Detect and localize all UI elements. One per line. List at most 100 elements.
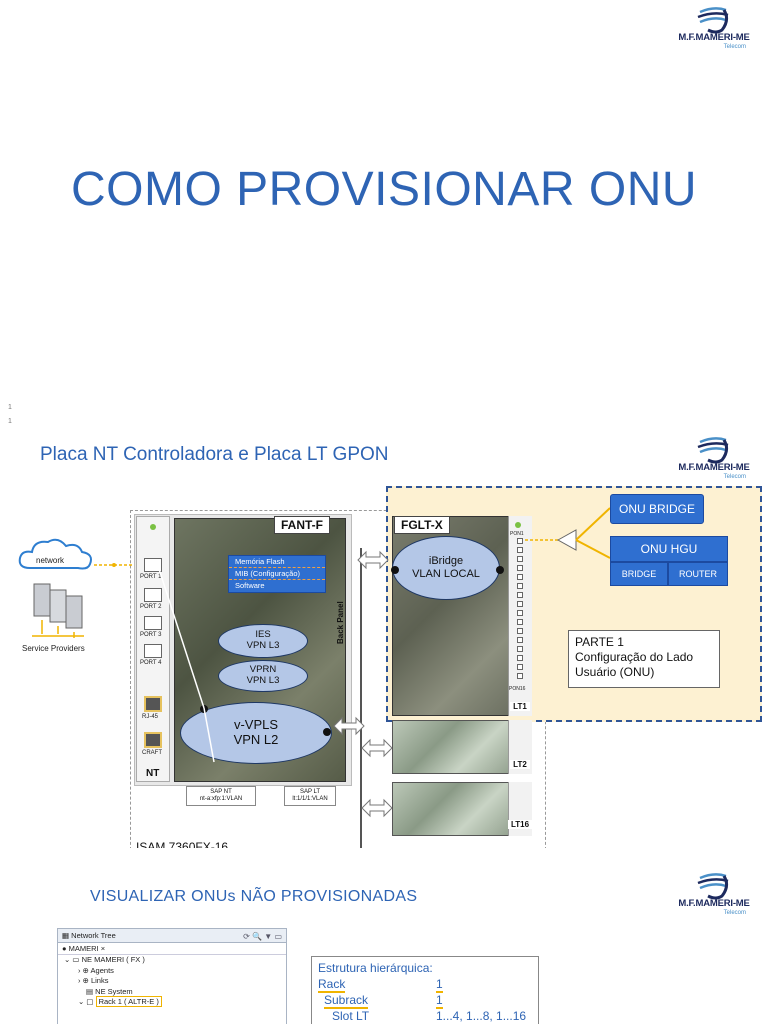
service-providers-label: Service Providers — [22, 644, 85, 653]
sap-nt: SAP NT nt-a:xfp:1:VLAN — [186, 786, 256, 806]
hierarchy-label: Subrack — [324, 993, 369, 1009]
parte-line-1: Configuração do Lado — [575, 650, 694, 664]
ies-title: IES — [255, 629, 271, 641]
lt1-label: LT1 — [510, 702, 530, 711]
tree-row-label: Links — [90, 976, 109, 985]
pon1-label: PON1 — [510, 531, 524, 537]
port-1-label: PORT 1 — [140, 574, 162, 580]
pon-port — [517, 556, 523, 562]
arrow-vvpls — [333, 716, 365, 736]
pon-port — [517, 583, 523, 589]
lt1-led — [515, 522, 521, 528]
hierarchy-value: 1 — [436, 993, 443, 1009]
sap-nt-value: nt-a:xfp:1:VLAN — [199, 796, 243, 803]
isam-label: ISAM 7360FX-16 — [136, 840, 229, 848]
craft-label: CRAFT — [142, 750, 162, 756]
pon-port — [517, 664, 523, 670]
rj45-port — [144, 696, 162, 712]
ibridge-right-dot — [496, 566, 504, 574]
slide-title: VISUALIZAR ONUs NÃO PROVISIONADAS — [90, 888, 418, 905]
logo-brand: M.F.MAMERI-ME — [678, 462, 750, 473]
company-logo: M.F.MAMERI-ME Telecom — [668, 436, 760, 482]
fglt-tag: FGLT-X — [394, 516, 450, 534]
tree-row[interactable]: › ⊕ Links — [78, 976, 109, 985]
sap-lt-title: SAP LT — [299, 789, 321, 795]
pon-port — [517, 628, 523, 634]
hierarchy-label: Rack — [318, 977, 346, 993]
ibridge-title: iBridge — [428, 555, 464, 568]
slide-2: Placa NT Controladora e Placa LT GPON M.… — [0, 416, 768, 848]
port-link-lines — [157, 566, 215, 763]
tree-row[interactable]: ▤ NE System — [86, 986, 133, 996]
tree-row[interactable]: ⌄ ▭ NE MAMERI ( FX ) — [64, 955, 145, 964]
company-logo: M.F.MAMERI-ME Telecom — [668, 872, 760, 918]
hgu-router: ROUTER — [668, 562, 728, 586]
search-icon[interactable]: 🔍 — [252, 932, 263, 941]
tree-tab[interactable]: ● MAMERI × — [58, 943, 286, 955]
tree-header: ▦ Network Tree ⟳ 🔍 ▼ ▭ — [58, 929, 286, 943]
filter-icon[interactable]: ▼ — [264, 932, 273, 941]
port-4 — [144, 644, 162, 658]
parte-1-box: PARTE 1 Configuração do Lado Usuário (ON… — [568, 630, 720, 688]
pon-port — [517, 547, 523, 553]
vvpls-right-dot — [323, 728, 331, 736]
ibridge-ellipse: iBridge VLAN LOCAL — [392, 536, 500, 600]
collapse-icon[interactable]: › — [78, 965, 81, 975]
lt16-label: LT16 — [508, 820, 532, 829]
hierarchy-value: 1...4, 1...8, 1...16 — [436, 1009, 527, 1023]
arrow-top — [357, 550, 389, 570]
pon-port — [517, 610, 523, 616]
refresh-icon[interactable]: ⟳ — [243, 932, 250, 941]
pon-port — [517, 655, 523, 661]
back-panel-label: Back Panel — [336, 601, 345, 644]
pon-port — [517, 574, 523, 580]
pon-port — [517, 619, 523, 625]
vprn-ellipse: VPRN VPN L3 — [218, 660, 308, 692]
fant-tag: FANT-F — [274, 516, 330, 534]
tree-row[interactable]: › ⊕ Agents — [78, 965, 114, 975]
splitter-lines — [520, 507, 611, 559]
memory-mib: MIB (Configuração) — [229, 568, 325, 580]
slide-3: VISUALIZAR ONUs NÃO PROVISIONADAS M.F.MA… — [0, 852, 768, 1024]
expand-icon[interactable]: ⌄ — [64, 955, 71, 964]
network-link — [94, 563, 140, 567]
vvpls-title: v-VPLS — [233, 717, 279, 733]
hgu-bridge: BRIDGE — [610, 562, 668, 586]
collapse-icon[interactable]: › — [78, 976, 81, 985]
slide-title: Placa NT Controladora e Placa LT GPON — [40, 444, 389, 465]
memory-menu: Memória Flash MIB (Configuração) Softwar… — [228, 555, 326, 593]
parte-line-2: Usuário (ONU) — [575, 665, 655, 679]
pon16-label: PON16 — [509, 686, 526, 692]
network-tree-panel[interactable]: ▦ Network Tree ⟳ 🔍 ▼ ▭ ● MAMERI × ⌄ ▭ NE… — [57, 928, 287, 1024]
craft-port — [144, 732, 162, 748]
slide-title: COMO PROVISIONAR ONU — [70, 163, 698, 216]
hierarchy-value: 1 — [436, 977, 443, 993]
ies-ellipse: IES VPN L3 — [218, 624, 308, 658]
parte-title: PARTE 1 — [575, 635, 624, 649]
tree-row-label: Agents — [90, 965, 114, 975]
minimize-icon[interactable]: ▭ — [274, 932, 282, 941]
vprn-title: VPRN — [249, 664, 277, 676]
expand-icon[interactable]: ⌄ — [78, 997, 85, 1006]
arrow-lt16 — [361, 798, 393, 818]
pon-port — [517, 646, 523, 652]
sap-lt-value: lt:1/1/1:VLAN — [292, 796, 328, 803]
cloud-label: network — [36, 556, 65, 565]
pon-port — [517, 673, 523, 679]
port-2-label: PORT 2 — [140, 604, 162, 610]
tree-row[interactable]: ⌄ ▢ Rack 1 ( ALTR-E ) — [58, 996, 286, 1008]
hierarchy-box: Estrutura hierárquica: Rack 1 Subrack 1 … — [311, 956, 539, 1024]
logo-icon — [697, 873, 729, 900]
ies-sub: VPN L3 — [246, 640, 280, 651]
logo-brand: M.F.MAMERI-ME — [678, 32, 750, 43]
vvpls-sub: VPN L2 — [233, 732, 279, 747]
tree-icon: ▦ — [62, 931, 72, 940]
company-logo: M.F.MAMERI-ME Telecom — [668, 6, 760, 52]
tree-toolbar[interactable]: ⟳ 🔍 ▼ ▭ — [243, 930, 282, 944]
memory-software: Software — [235, 581, 265, 590]
pon-port — [517, 592, 523, 598]
close-icon[interactable]: × — [100, 944, 106, 953]
memory-flash: Memória Flash — [229, 556, 325, 568]
lt2-label: LT2 — [510, 760, 530, 769]
pon-port — [517, 565, 523, 571]
